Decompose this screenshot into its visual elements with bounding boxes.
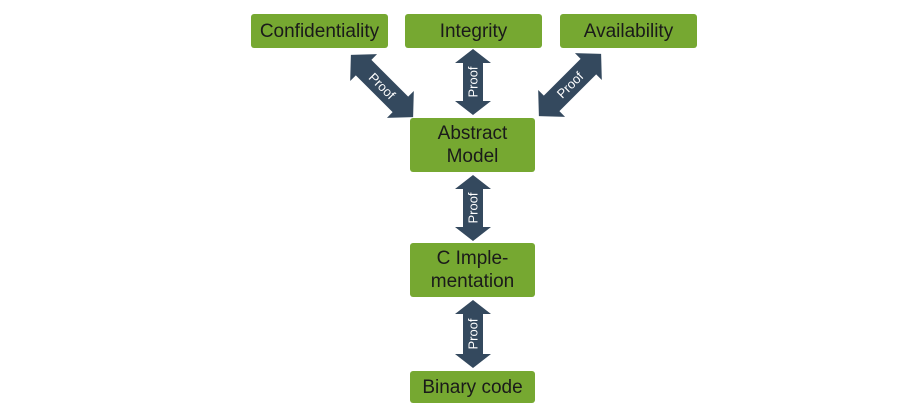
node-confidentiality: Confidentiality — [251, 14, 388, 48]
double-arrow-icon — [538, 53, 602, 117]
node-binary-code-label: Binary code — [422, 376, 523, 398]
proof-label: Proof — [466, 192, 481, 223]
node-availability: Availability — [560, 14, 697, 48]
node-abstract-model-line-2: Model — [446, 146, 499, 167]
node-abstract-model-line-1: Abstract — [437, 123, 508, 144]
node-availability-label: Availability — [583, 20, 674, 42]
proof-arrow-abstract-to-c: Proof — [455, 175, 491, 241]
node-integrity: Integrity — [405, 14, 542, 48]
proof-label: Proof — [466, 66, 481, 97]
proof-arrow-confidentiality: Proof — [350, 54, 414, 118]
proof-arrow-integrity: Proof — [455, 49, 491, 115]
node-integrity-label: Integrity — [439, 20, 508, 42]
node-confidentiality-label: Confidentiality — [259, 20, 380, 42]
node-c-implementation-line-1: C Imple- — [436, 248, 509, 269]
node-abstract-model: Abstract Model — [410, 118, 535, 172]
double-arrow-icon — [455, 300, 491, 368]
node-binary-code: Binary code — [410, 371, 535, 403]
proof-label: Proof — [466, 318, 481, 349]
double-arrow-icon — [455, 49, 491, 115]
node-c-implementation-line-2: mentation — [430, 271, 515, 292]
proof-arrow-c-to-binary: Proof — [455, 300, 491, 368]
double-arrow-icon — [455, 175, 491, 241]
node-c-implementation: C Imple- mentation — [410, 243, 535, 297]
double-arrow-icon — [350, 54, 414, 118]
proof-arrow-availability: Proof — [538, 53, 602, 117]
